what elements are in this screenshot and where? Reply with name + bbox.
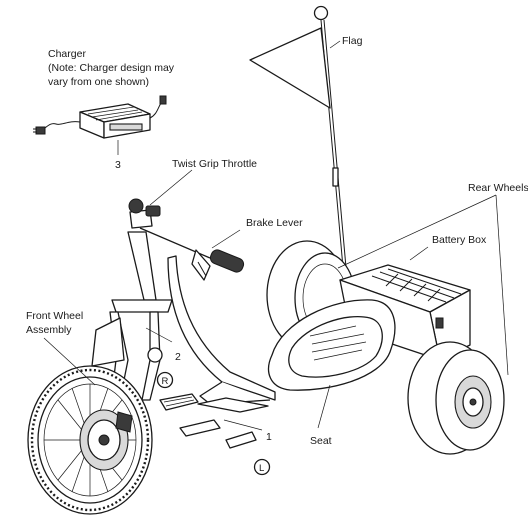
label-charger: Charger xyxy=(48,48,86,60)
label-brake-lever: Brake Lever xyxy=(246,217,303,229)
front-wheel-illustration xyxy=(27,365,153,515)
right-side-marker-letter: R xyxy=(162,376,169,387)
label-battery-box: Battery Box xyxy=(432,234,487,246)
left-side-marker-letter: L xyxy=(259,463,264,474)
callout-number-charger: 3 xyxy=(115,159,121,171)
callout-number-footrest: 1 xyxy=(266,431,272,443)
label-front-wheel-line1: Front Wheel xyxy=(26,310,83,322)
label-flag: Flag xyxy=(342,35,363,47)
label-twist-grip-throttle: Twist Grip Throttle xyxy=(172,158,257,170)
callout-number-fork: 2 xyxy=(175,351,181,363)
label-rear-wheels: Rear Wheels xyxy=(468,182,528,194)
part-labels: Charger (Note: Charger design may vary f… xyxy=(26,35,528,447)
label-charger-note-line2: vary from one shown) xyxy=(48,76,149,88)
leader-lines xyxy=(43,40,509,431)
label-seat: Seat xyxy=(310,435,332,447)
left-side-marker: L xyxy=(253,458,271,476)
label-front-wheel-line2: Assembly xyxy=(26,324,72,336)
frame-illustration xyxy=(159,255,276,449)
right-side-marker: R xyxy=(156,371,174,389)
seat-illustration xyxy=(267,299,396,391)
label-charger-note-line1: (Note: Charger design may xyxy=(48,62,175,74)
charger-illustration xyxy=(33,95,167,139)
flag-illustration xyxy=(249,5,349,291)
front-fork-illustration xyxy=(91,198,245,411)
